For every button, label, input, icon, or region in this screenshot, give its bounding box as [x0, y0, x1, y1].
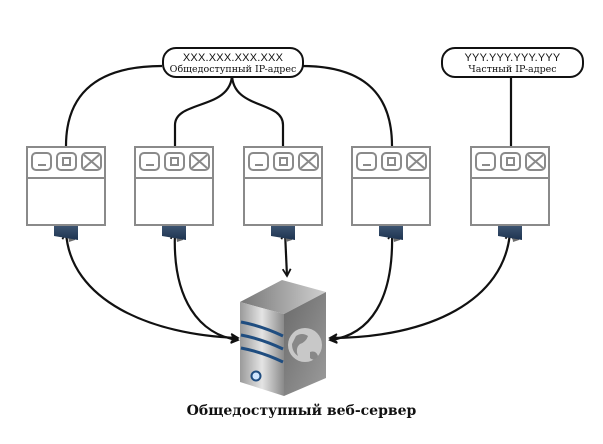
client-window-5 [470, 146, 550, 226]
close-icon[interactable] [298, 152, 319, 171]
close-icon[interactable] [81, 152, 102, 171]
window-title-bar [28, 148, 104, 179]
maximize-icon[interactable] [500, 152, 521, 171]
minimize-icon[interactable] [139, 152, 160, 171]
client-window-3 [243, 146, 323, 226]
ip-link-4 [301, 64, 394, 147]
client-window-4 [351, 146, 431, 226]
window-title-bar [245, 148, 321, 179]
web-server-icon [240, 280, 326, 396]
minimize-icon[interactable] [475, 152, 496, 171]
server-link-3 [280, 230, 292, 278]
client-window-2 [134, 146, 214, 226]
maximize-icon[interactable] [164, 152, 185, 171]
maximize-icon[interactable] [381, 152, 402, 171]
close-icon[interactable] [525, 152, 546, 171]
close-icon[interactable] [189, 152, 210, 171]
ip-links [64, 64, 513, 147]
window-title-bar [136, 148, 212, 179]
minimize-icon[interactable] [31, 152, 52, 171]
private-ip-badge: YYY.YYY.YYY.YYY Частный IP-адрес [441, 47, 584, 78]
public-ip-address: XXX.XXX.XXX.XXX [182, 52, 284, 64]
server-link-1 [61, 230, 240, 343]
minimize-icon[interactable] [356, 152, 377, 171]
minimize-icon[interactable] [248, 152, 269, 171]
window-title-bar [472, 148, 548, 179]
window-title-bar [353, 148, 429, 179]
server-label: Общедоступный веб-сервер [186, 403, 417, 419]
maximize-icon[interactable] [56, 152, 77, 171]
ip-link-1 [64, 64, 163, 147]
server-links [61, 230, 515, 344]
public-ip-badge: XXX.XXX.XXX.XXX Общедоступный IP-адрес [162, 47, 304, 78]
close-icon[interactable] [406, 152, 427, 171]
ip-link-3 [230, 73, 285, 146]
server-link-5 [328, 230, 515, 343]
private-ip-address: YYY.YYY.YYY.YYY [464, 52, 561, 64]
server-link-4 [328, 230, 397, 344]
ip-link-2 [173, 73, 234, 146]
public-ip-label: Общедоступный IP-адрес [169, 64, 297, 75]
client-window-1 [26, 146, 106, 226]
maximize-icon[interactable] [273, 152, 294, 171]
private-ip-label: Частный IP-адрес [468, 64, 557, 75]
server-link-2 [169, 230, 240, 344]
